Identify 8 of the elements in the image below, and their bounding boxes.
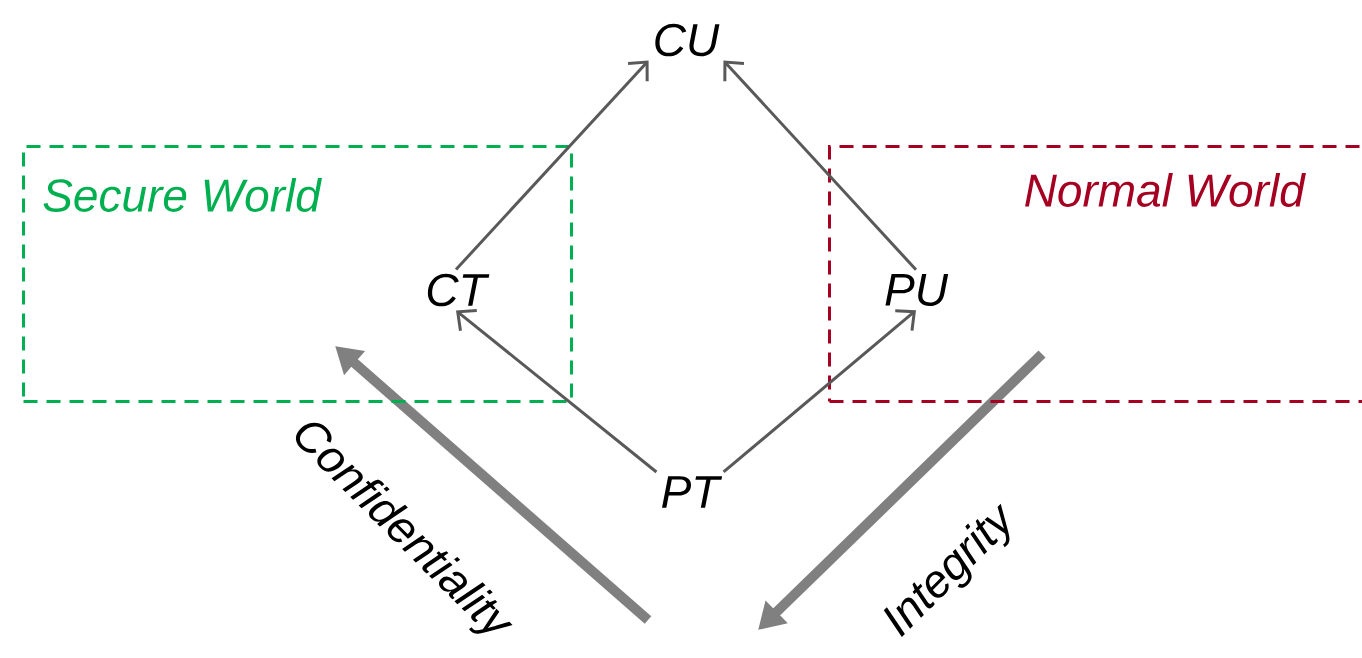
arrow (723, 60, 918, 271)
arrow (722, 309, 916, 474)
arrow (454, 60, 649, 271)
node-label: PT (662, 476, 723, 508)
arrow (456, 309, 658, 474)
node-label: CU (655, 23, 720, 57)
node-label: CT (427, 273, 490, 307)
node-label: PU (885, 273, 949, 307)
